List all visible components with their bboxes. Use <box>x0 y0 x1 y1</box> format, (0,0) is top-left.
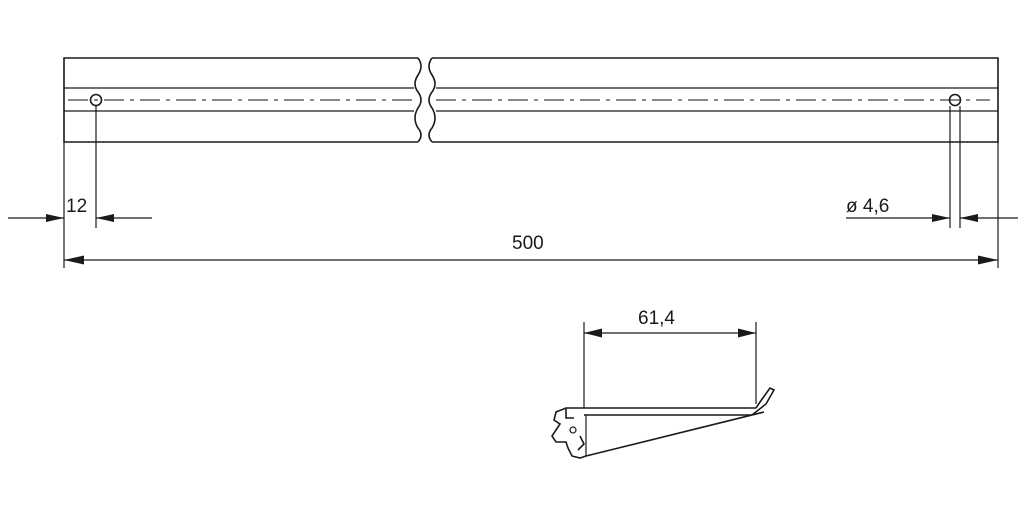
hole-offset-label: 12 <box>66 196 87 217</box>
hole-diameter-label: ø 4,6 <box>846 196 889 217</box>
extension-lines <box>63 106 999 268</box>
break-line-left <box>414 57 422 143</box>
mounting-hole-left <box>89 93 103 107</box>
dimension-total-length: 500 <box>64 233 998 265</box>
rail-front-view <box>63 57 999 143</box>
bracket-depth-label: 61,4 <box>638 308 675 329</box>
total-length-label: 500 <box>512 233 544 254</box>
break-line-right <box>428 57 436 143</box>
mounting-hole-right <box>948 93 962 107</box>
dimension-bracket-depth: 61,4 <box>583 308 757 408</box>
dimension-hole-offset: 12 <box>8 196 152 222</box>
dimension-hole-diameter: ø 4,6 <box>846 196 1018 222</box>
bracket-side-view <box>551 386 776 459</box>
